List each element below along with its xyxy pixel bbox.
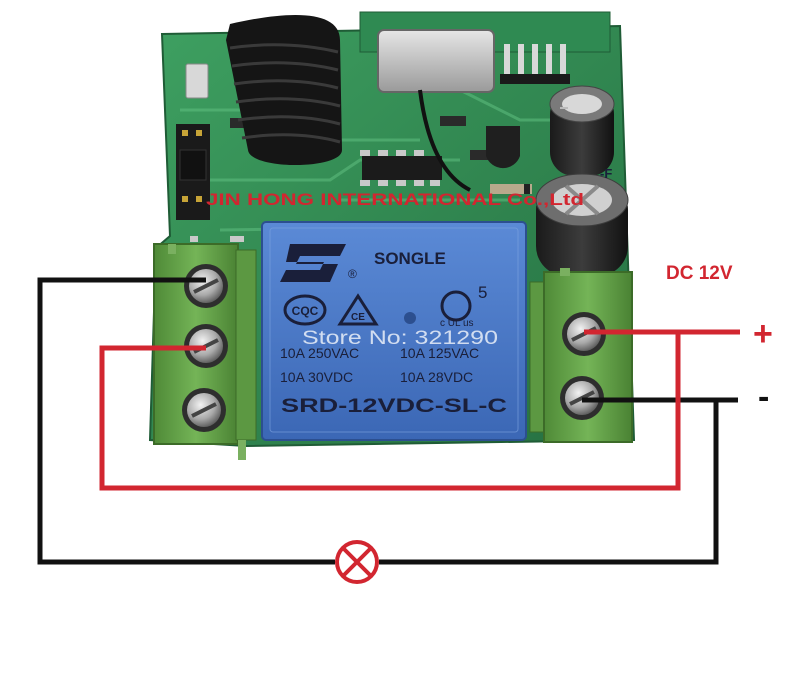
lamp-icon (335, 540, 379, 584)
relay-registered: ® (348, 267, 357, 281)
diode (490, 184, 532, 194)
screw-left-3 (182, 388, 226, 432)
antenna-coil (226, 14, 342, 166)
relay-model: SRD-12VDC-SL-C (281, 396, 507, 417)
relay-rating-4: 10A 28VDC (400, 369, 473, 385)
capacitor-top (549, 85, 615, 176)
relay-brand: SONGLE (374, 249, 446, 268)
relay-rating-3: 10A 30VDC (280, 369, 353, 385)
store-watermark: Store No: 321290 (302, 328, 498, 349)
receiver-module (359, 11, 611, 192)
jumper-header (176, 124, 210, 220)
wire-load-black (37, 277, 719, 565)
capacitor-bottom: -F (535, 166, 629, 276)
certification-triangle-icon (337, 293, 379, 326)
crystal-oscillator (377, 29, 495, 93)
manufacturer-text: JIN HONG INTERNATIONAL Co.,Ltd (206, 190, 584, 209)
ic-chip (362, 156, 442, 180)
terminal-block-left (153, 243, 257, 460)
wire-relay-red (99, 332, 681, 491)
songle-logo-icon (280, 244, 346, 282)
push-button (185, 63, 209, 99)
relay-rating-number: 5 (478, 283, 487, 302)
minus-sign: - (758, 378, 769, 416)
plus-sign: + (753, 315, 773, 353)
screw-left-1 (184, 264, 228, 308)
svg-text:CE: CE (351, 312, 365, 323)
ul-mark-icon (440, 290, 472, 322)
transistor (486, 126, 520, 169)
relay-rating-2: 10A 125VAC (400, 345, 479, 361)
cqc-mark-icon: CQC (283, 294, 327, 326)
cqc-mark-text: CQC (292, 304, 319, 318)
capacitor-mark: -F (600, 166, 612, 181)
terminal-block-right (529, 268, 633, 443)
supply-label: DC 12V (666, 263, 733, 284)
relay-rating-1: 10A 250VAC (280, 345, 359, 361)
ul-mark-text: c UL us (440, 318, 474, 329)
relay: SONGLE ® CQC CE c UL us 5 10A 250VAC 10A… (261, 221, 527, 441)
